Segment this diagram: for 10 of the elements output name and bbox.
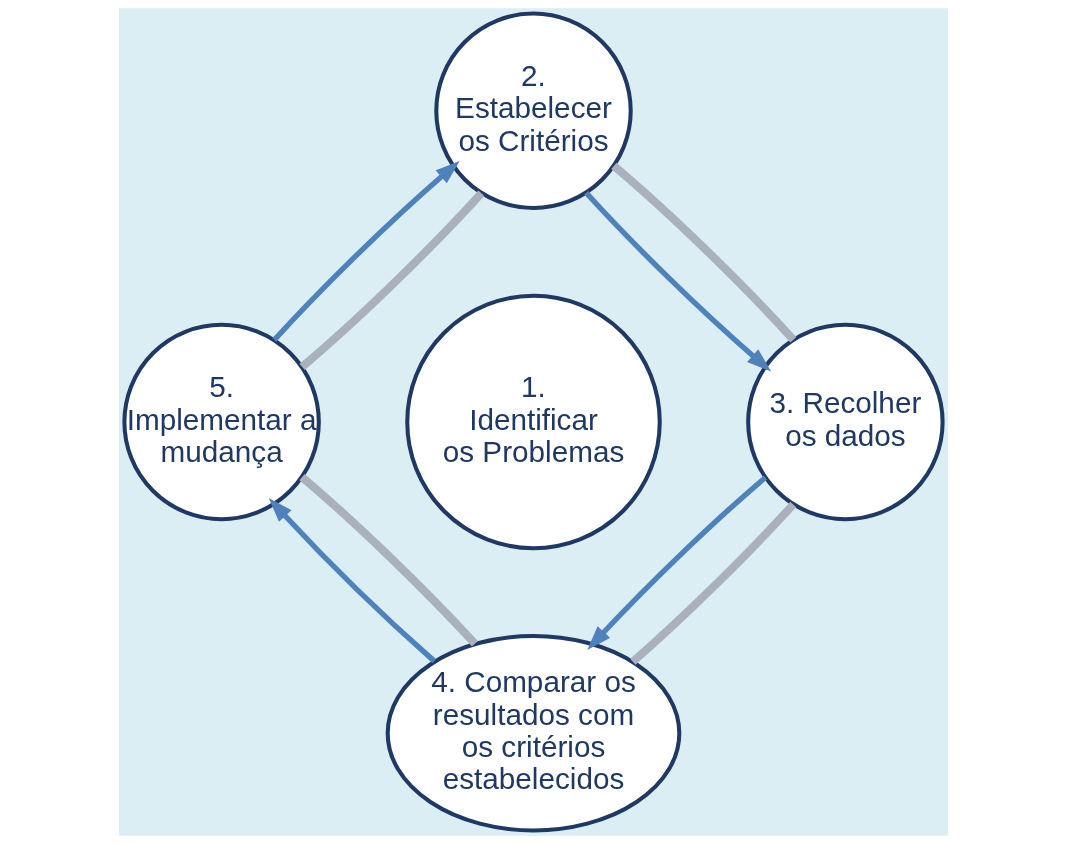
- arrow: [583, 190, 771, 372]
- connector: [610, 162, 796, 343]
- connector: [629, 501, 796, 665]
- arrow: [586, 475, 767, 650]
- connector: [298, 474, 478, 647]
- arrow: [271, 160, 460, 342]
- node-ellipse: 4. Comparar os resultados com os critérios estabelecidos: [385, 633, 681, 833]
- node-circle: 1. Identificar os Problemas: [404, 293, 662, 551]
- arrow: [268, 498, 436, 664]
- connector: [299, 190, 484, 370]
